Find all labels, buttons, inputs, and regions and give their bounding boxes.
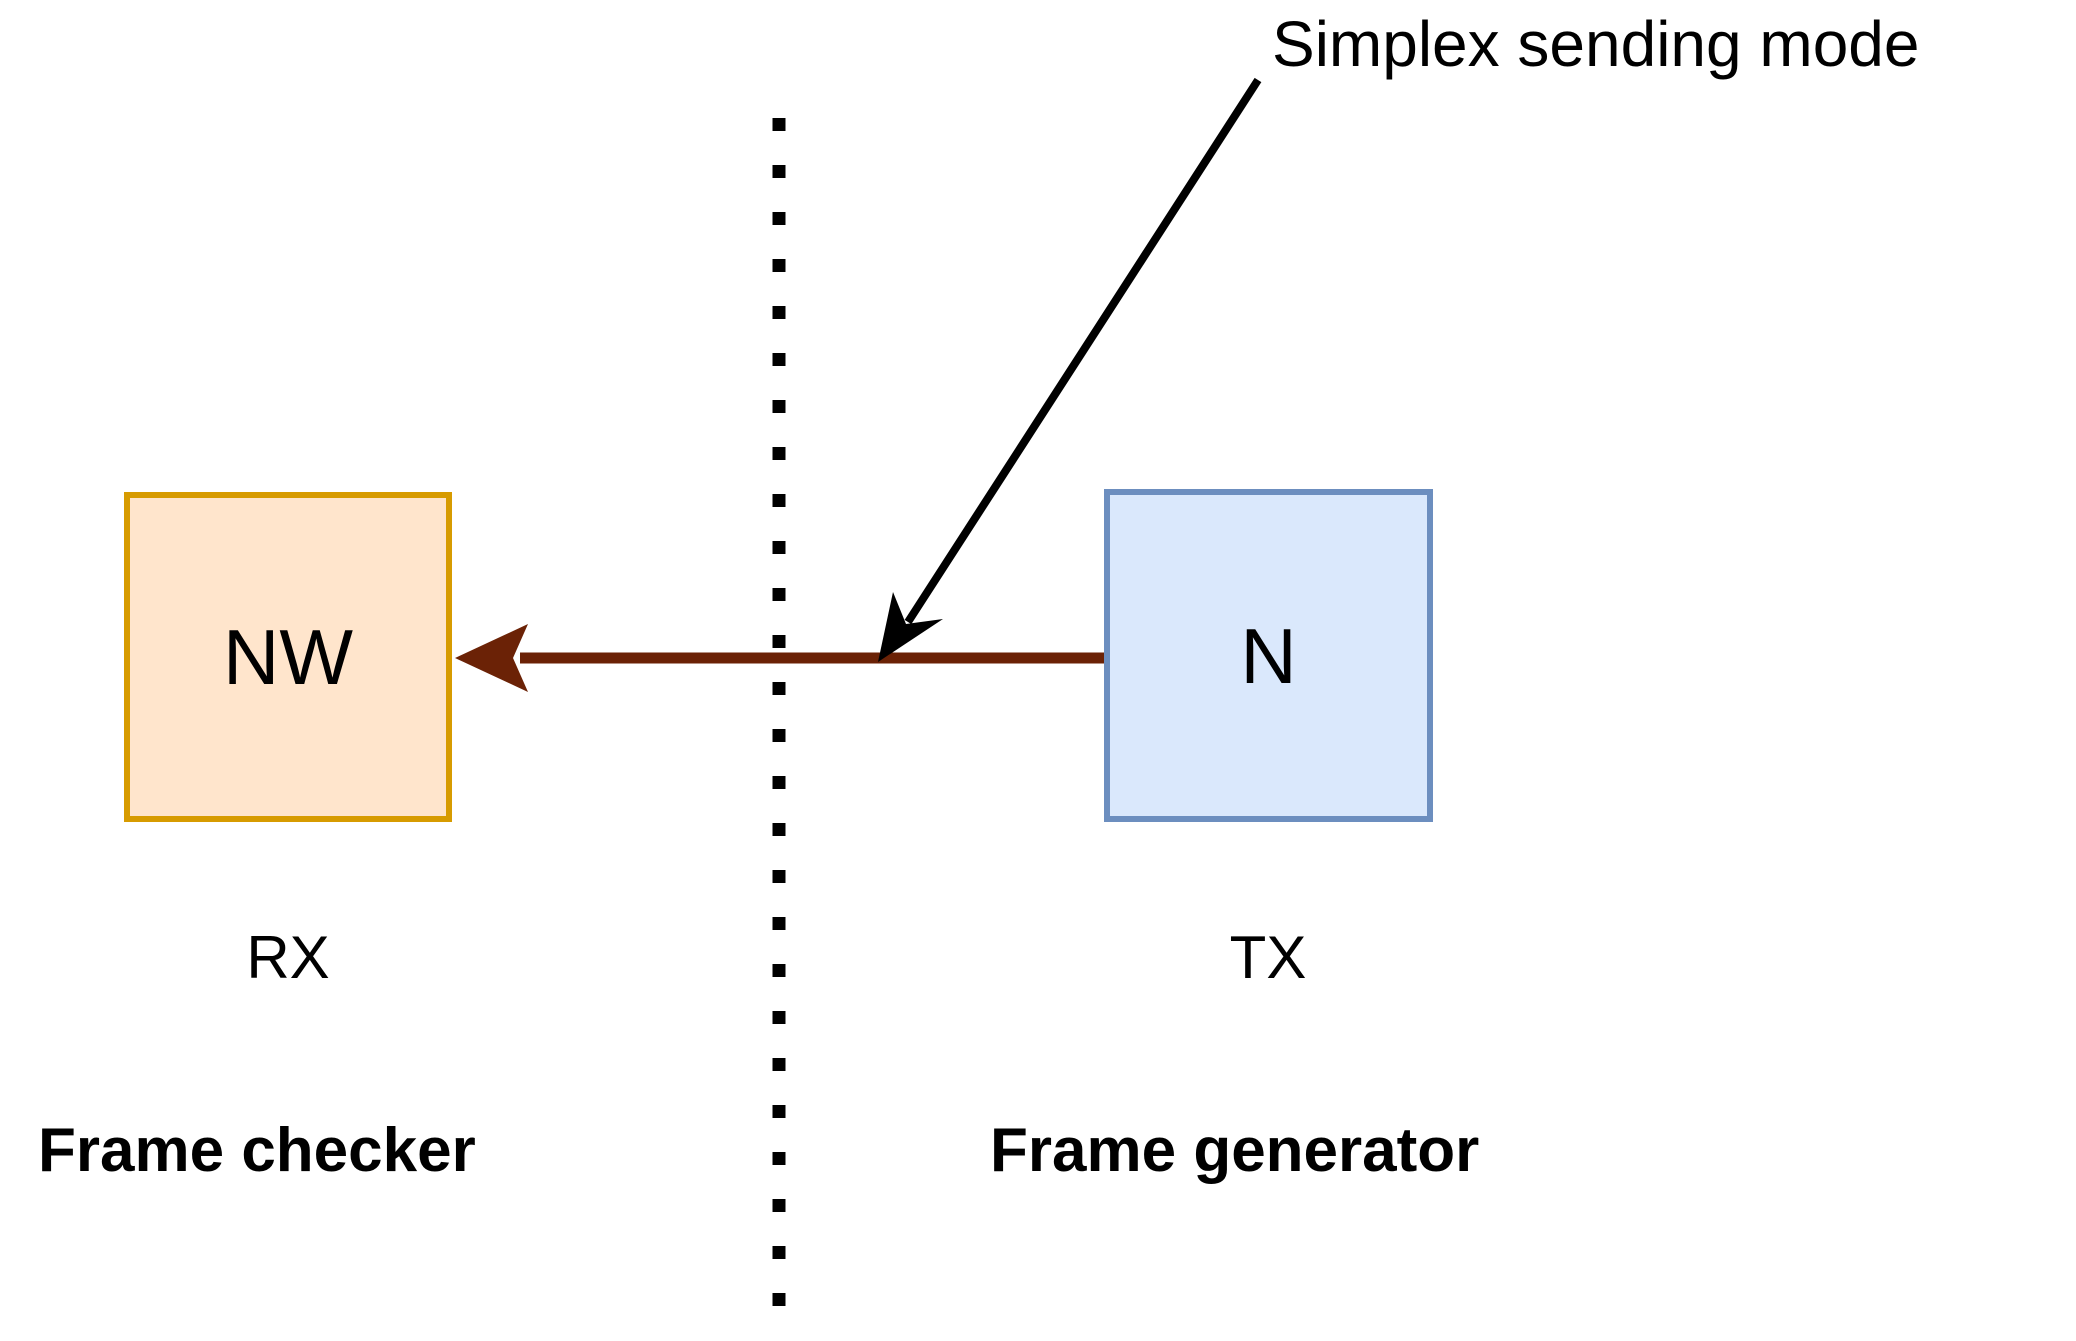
data-flow-arrow [455, 624, 1104, 692]
annotation-pointer-arrow [878, 77, 1262, 662]
node-nw-box[interactable]: NW [124, 492, 452, 822]
annotation-label-simplex-sending-mode: Simplex sending mode [1272, 8, 1920, 80]
node-nw-label: NW [223, 613, 353, 701]
caption-tx: TX [1229, 924, 1307, 991]
section-label-frame-generator: Frame generator [990, 1116, 1480, 1185]
annotation-pointer-shaft [904, 77, 1262, 625]
annotation-pointer-head [878, 592, 943, 662]
section-label-frame-checker: Frame checker [38, 1116, 476, 1185]
caption-rx: RX [246, 924, 330, 991]
node-n-label: N [1240, 611, 1297, 700]
data-flow-arrow-head [455, 624, 528, 692]
node-n-box[interactable]: N [1104, 489, 1433, 822]
